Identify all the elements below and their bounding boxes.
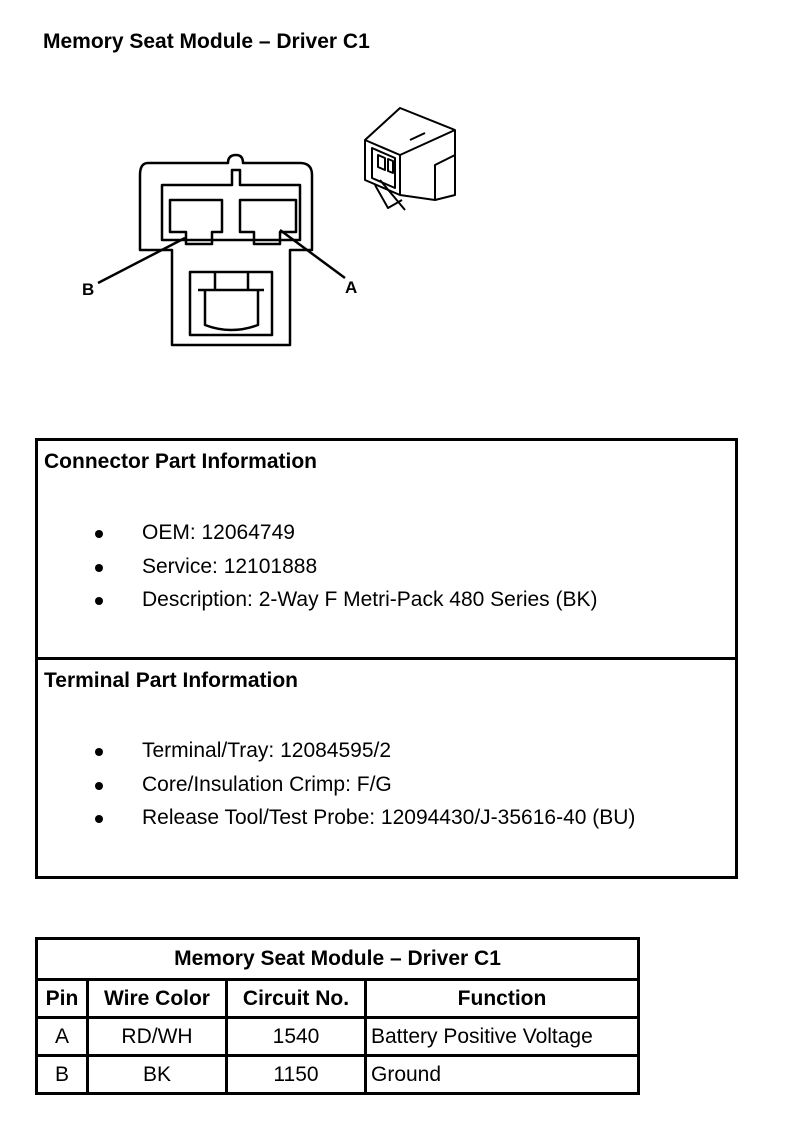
column-header-pin: Pin [35, 978, 89, 1019]
bullet-icon [95, 815, 103, 823]
table-header-row: Pin Wire Color Circuit No. Function [35, 978, 640, 1019]
wire-color-cell: BK [86, 1054, 228, 1095]
bullet-icon [95, 530, 103, 538]
terminal-info-box: Terminal Part Information Terminal/Tray:… [35, 657, 738, 879]
column-header-circuit-no: Circuit No. [225, 978, 367, 1019]
bullet-icon [95, 563, 103, 572]
cavity-b [168, 198, 224, 246]
pin-table: Memory Seat Module – Driver C1 Pin Wire … [35, 937, 640, 1095]
wire-color-cell: RD/WH [86, 1016, 228, 1057]
table-caption: Memory Seat Module – Driver C1 [35, 937, 640, 981]
callout-a: A [345, 278, 357, 297]
connector-diagram: B A [82, 107, 456, 347]
column-header-wire-color: Wire Color [86, 978, 228, 1019]
bullet-icon [95, 781, 103, 790]
table-row: B BK 1150 Ground [35, 1054, 640, 1095]
cavity-a [238, 198, 298, 246]
table-caption-row: Memory Seat Module – Driver C1 [35, 937, 640, 981]
circuit-no-cell: 1150 [225, 1054, 367, 1095]
pin-cell: A [35, 1016, 89, 1057]
leader-line-b [97, 236, 186, 285]
connector-info-box: Connector Part Information OEM: 12064749… [35, 438, 738, 660]
callout-b: B [82, 280, 94, 299]
connector-latch [188, 270, 274, 337]
connector-3d-view [364, 107, 456, 211]
page-title: Memory Seat Module – Driver C1 [43, 30, 370, 53]
function-cell: Battery Positive Voltage [364, 1016, 640, 1057]
terminal-info-heading: Terminal Part Information [44, 669, 298, 692]
bullet-icon [95, 597, 103, 605]
function-cell: Ground [364, 1054, 640, 1095]
bullet-icon [95, 748, 103, 756]
connector-housing [138, 153, 314, 347]
table-row: A RD/WH 1540 Battery Positive Voltage [35, 1016, 640, 1057]
connector-info-heading: Connector Part Information [44, 450, 318, 473]
column-header-function: Function [364, 978, 640, 1019]
pin-cell: B [35, 1054, 89, 1095]
leader-line-a [279, 228, 346, 280]
circuit-no-cell: 1540 [225, 1016, 367, 1057]
